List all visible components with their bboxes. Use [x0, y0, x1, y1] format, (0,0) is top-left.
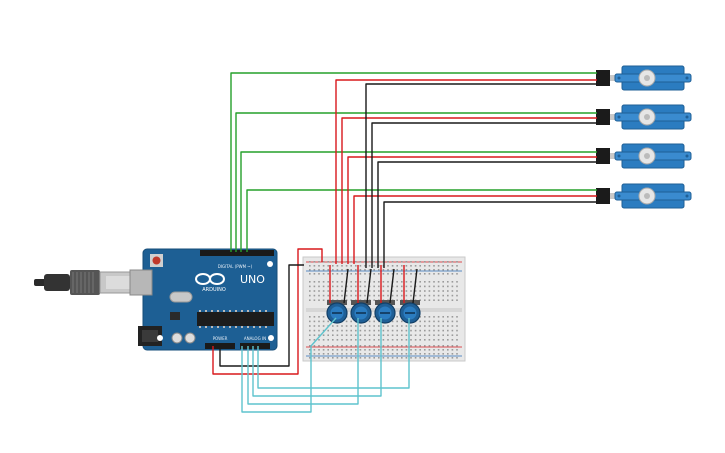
digital-header	[200, 250, 274, 256]
digital-header-label: DIGITAL (PWM ~)	[218, 264, 253, 269]
uno-label: UNO	[240, 273, 265, 286]
ground-wire-3	[377, 161, 597, 268]
power-wire-4	[353, 195, 597, 264]
power-wire-2	[341, 117, 597, 264]
signal-wire-4	[246, 189, 597, 252]
potentiometer-4	[399, 300, 421, 324]
pot-ground-jumper-2	[366, 268, 372, 304]
servo-motor-1	[596, 65, 692, 91]
analog-wire-4	[257, 318, 410, 389]
logo-text: ARDUINO	[202, 287, 226, 293]
pot-ground-jumper-1	[343, 268, 349, 304]
potentiometer-1	[326, 300, 348, 324]
signal-wire-2	[235, 112, 597, 252]
power-header-label: POWER	[213, 336, 228, 341]
power-wire-1	[335, 79, 597, 264]
analog-wire-1	[241, 317, 337, 413]
usb-cable	[34, 270, 139, 295]
servo-motor-3	[596, 143, 692, 169]
potentiometer-3	[374, 300, 396, 324]
pot-ground-jumper-4	[412, 268, 418, 304]
ground-wire-4	[383, 201, 597, 268]
analog-header	[240, 343, 270, 349]
signal-wire-1	[230, 72, 597, 252]
analog-wire-2	[247, 318, 359, 405]
reset-button	[150, 254, 163, 267]
atmega-chip	[197, 312, 274, 326]
servo-motor-2	[596, 104, 692, 130]
arduino-uno-board: DIGITAL (PWM ~) ARDUINO UNO	[129, 248, 278, 351]
board-gnd-wire	[219, 264, 304, 367]
power-wire-3	[347, 156, 597, 264]
analog-wire-3	[252, 318, 382, 397]
servo-motor-4	[596, 183, 692, 209]
pot-ground-jumper-3	[389, 268, 395, 304]
board-5v-wire	[212, 248, 323, 375]
ground-wire-1	[365, 83, 597, 268]
potentiometer-2	[350, 300, 372, 324]
arduino-logo: ARDUINO	[195, 273, 226, 293]
wires	[212, 72, 597, 413]
ground-wire-2	[371, 122, 597, 268]
signal-wire-3	[240, 151, 597, 252]
analog-header-label: ANALOG IN	[244, 336, 266, 341]
